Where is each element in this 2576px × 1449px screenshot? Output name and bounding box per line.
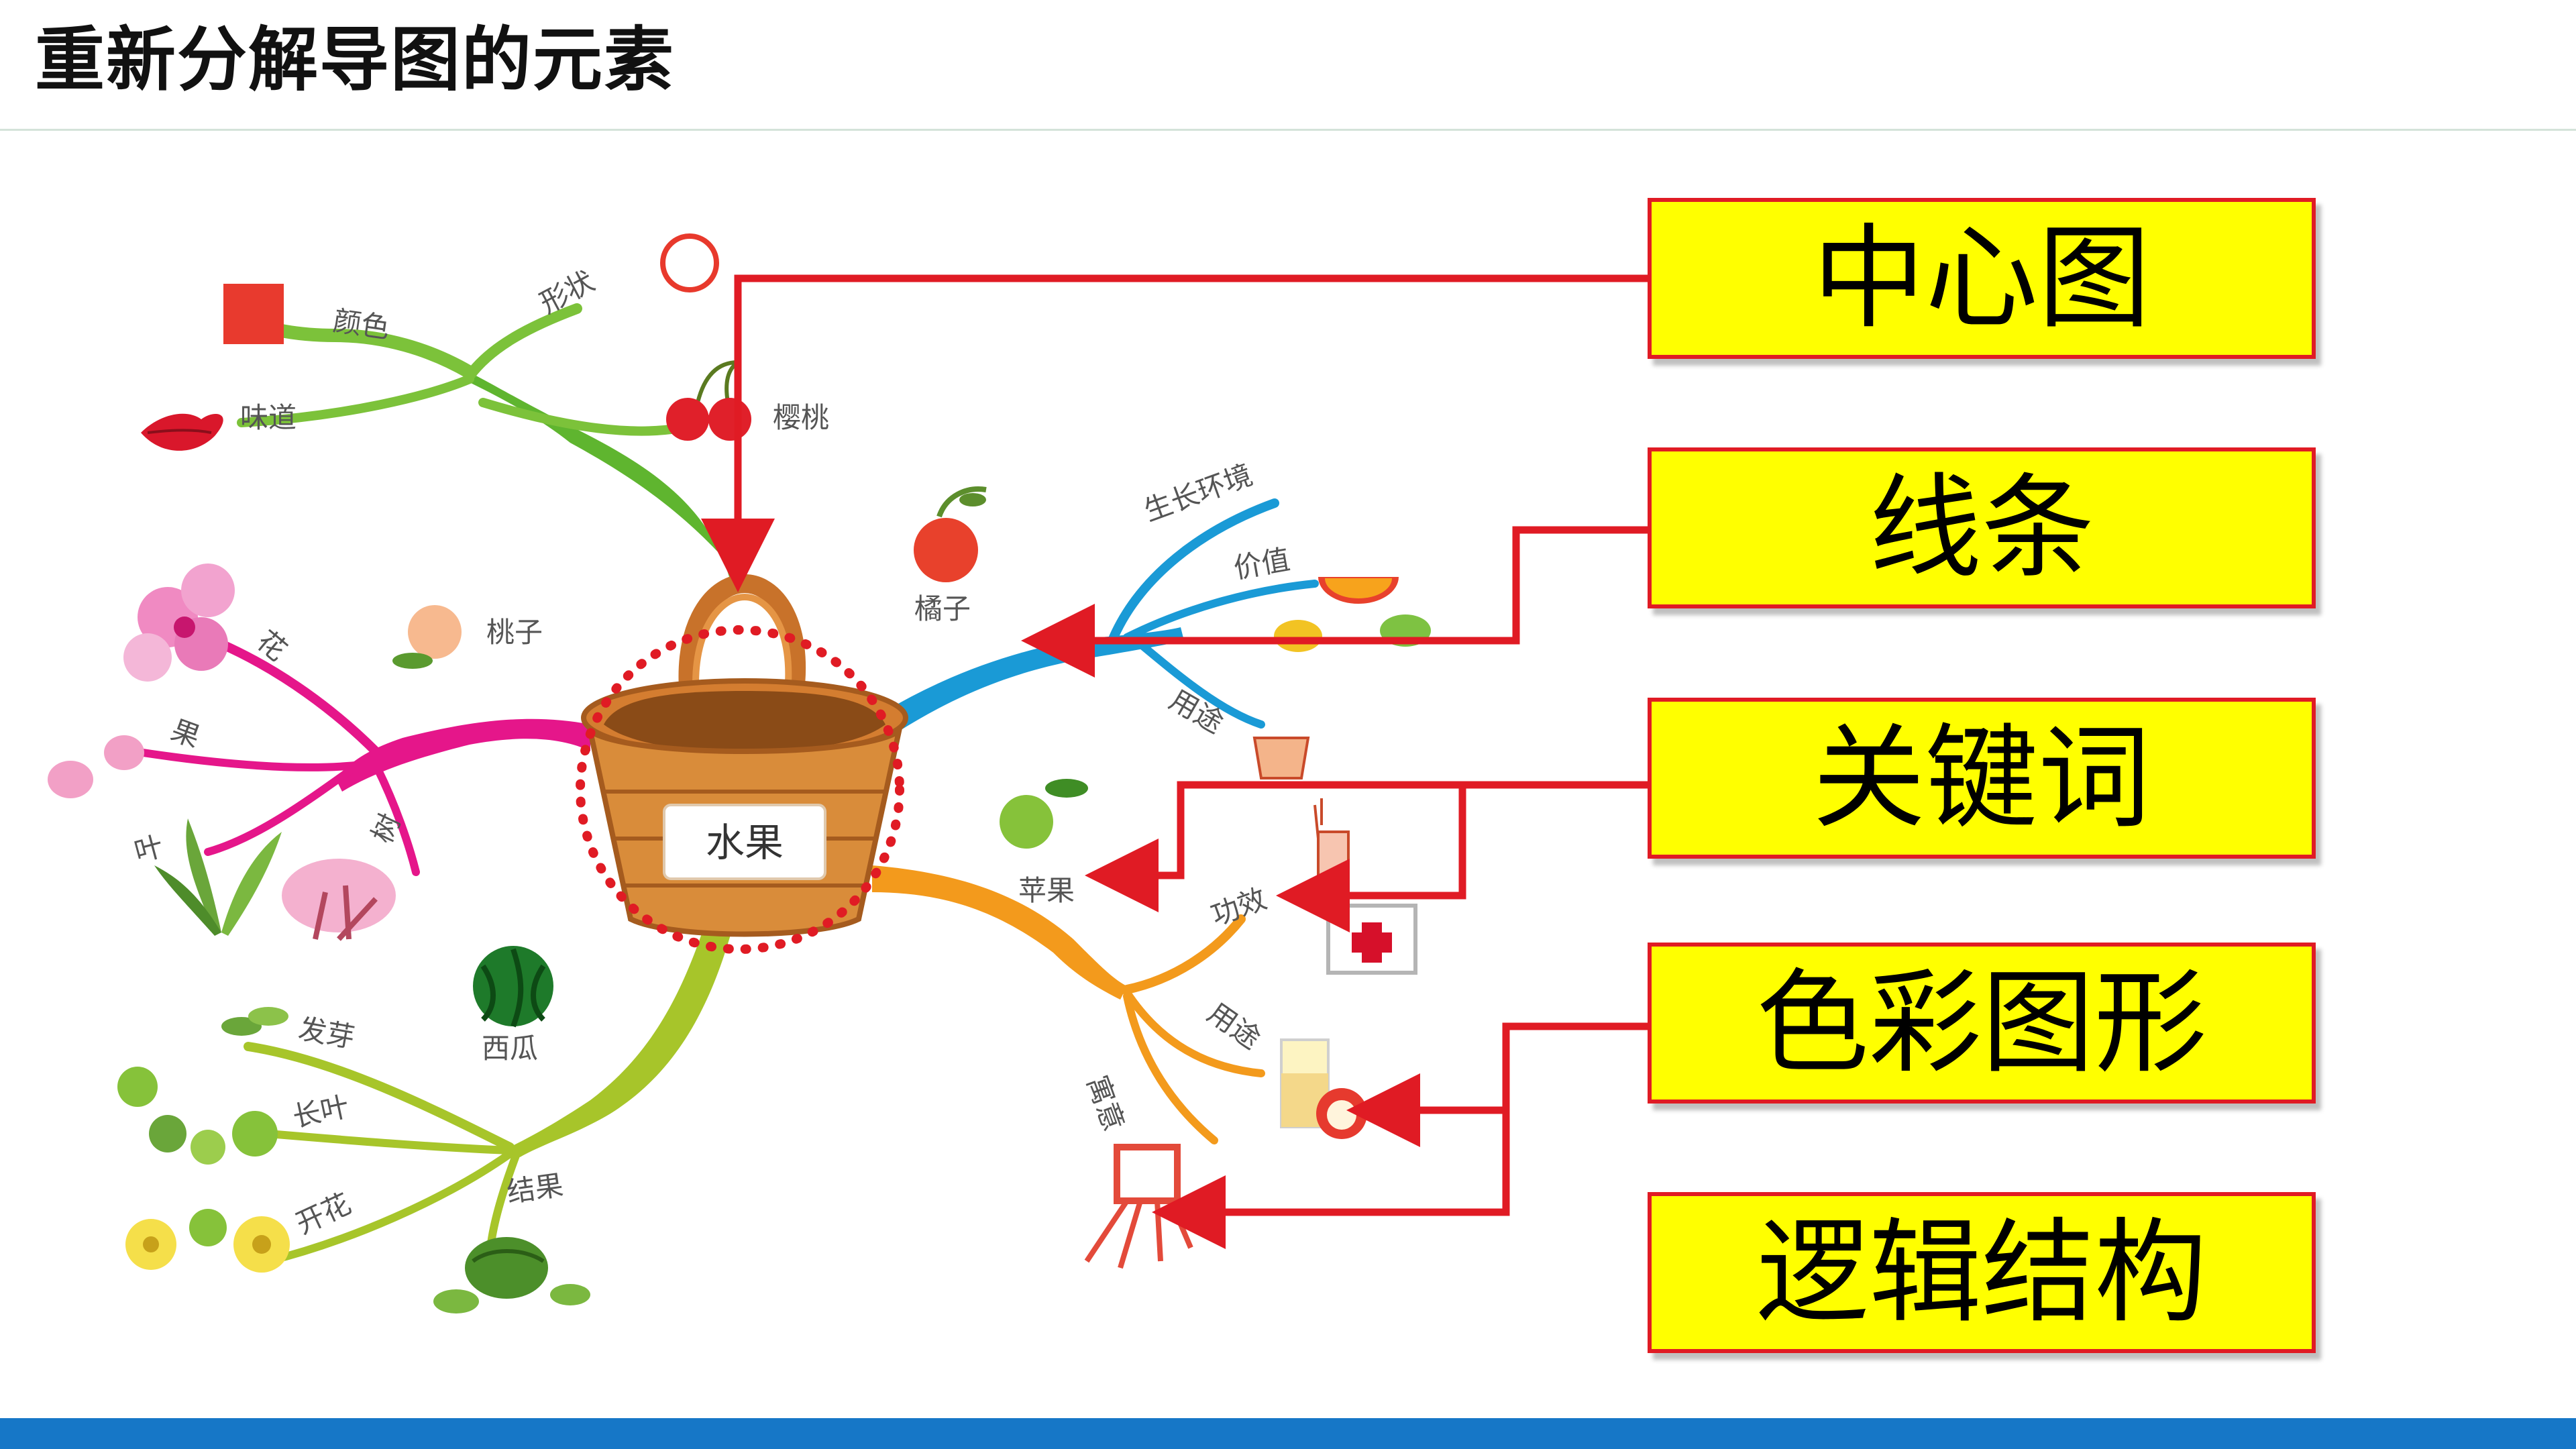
- element-label-logic-structure: 逻辑结构: [1756, 1207, 2207, 1338]
- label-fruit: 果: [167, 713, 205, 753]
- chinese-knot-icon: [1084, 1144, 1193, 1269]
- fruit-pods-icon: [48, 735, 144, 798]
- branch-blue: [885, 498, 1319, 731]
- label-bloom: 开花: [291, 1187, 356, 1240]
- branch-pink: [130, 639, 590, 876]
- label-peach: 桃子: [486, 616, 543, 649]
- element-box-logic-structure: 逻辑结构: [1648, 1192, 2316, 1353]
- label-bear-fruit: 结果: [505, 1169, 566, 1209]
- element-box-center-image: 中心图: [1648, 198, 2316, 359]
- annotation-connectors: [701, 274, 1648, 1249]
- label-sprout: 发芽: [296, 1012, 357, 1055]
- sprout-icon: [221, 1007, 288, 1036]
- vine-leaves-icon: [117, 1067, 278, 1165]
- first-aid-kit-icon: [1326, 904, 1417, 975]
- connector-color-images-glass: [1346, 1022, 1648, 1147]
- title-divider: [0, 129, 2576, 131]
- peach-icon: [392, 605, 462, 669]
- label-tangerine: 橘子: [914, 592, 971, 625]
- connector-center-image: [701, 274, 1648, 592]
- label-meaning: 寓意: [1081, 1071, 1131, 1136]
- connector-lines: [1021, 526, 1648, 678]
- element-label-center-image: 中心图: [1813, 213, 2151, 344]
- connector-color-images-knot: [1152, 1110, 1510, 1249]
- lips-icon: [141, 413, 223, 451]
- center-highlight-dotted-circle: [576, 625, 904, 954]
- label-use-orange: 用途: [1201, 996, 1267, 1055]
- label-watermelon: 西瓜: [482, 1032, 538, 1065]
- label-grow-leaves: 长叶: [290, 1089, 352, 1133]
- element-label-keywords: 关键词: [1813, 712, 2151, 844]
- branch-top-green: [237, 303, 751, 590]
- tangerine-icon: [914, 486, 987, 582]
- label-leaf: 叶: [131, 829, 166, 868]
- slide-title: 重新分解导图的元素: [35, 19, 676, 101]
- element-label-lines: 线条: [1869, 462, 2094, 594]
- connector-keywords-efficacy: [1276, 785, 1466, 932]
- leaf-plant-icon: [154, 818, 282, 936]
- label-apple: 苹果: [1018, 874, 1075, 907]
- flower-icon: [123, 564, 235, 682]
- label-taste: 味道: [240, 401, 297, 434]
- juice-pot-icon: [1252, 737, 1350, 880]
- red-square-icon: [223, 284, 284, 344]
- green-apple-icon: [1000, 779, 1088, 849]
- red-circle-outline-icon: [660, 233, 719, 292]
- label-cherry: 樱桃: [773, 401, 829, 434]
- apple-juice-glass-icon: [1280, 1038, 1367, 1139]
- center-label: 水果: [706, 820, 784, 865]
- pink-tree-icon: [282, 859, 396, 941]
- basket-icon: [581, 574, 908, 937]
- connector-keywords-apple: [1085, 781, 1648, 912]
- watermelon-icon: [473, 946, 553, 1028]
- element-box-lines: 线条: [1648, 447, 2316, 608]
- label-value: 价值: [1231, 543, 1292, 585]
- element-box-color-images: 色彩图形: [1648, 943, 2316, 1104]
- label-color: 颜色: [331, 304, 392, 344]
- footer-bar: [0, 1418, 2576, 1449]
- yellow-flowers-icon: [125, 1209, 290, 1273]
- branch-orange: [872, 865, 1265, 1144]
- element-label-color-images: 色彩图形: [1756, 957, 2207, 1089]
- element-box-keywords: 关键词: [1648, 698, 2316, 859]
- melon-vine-icon: [433, 1237, 590, 1313]
